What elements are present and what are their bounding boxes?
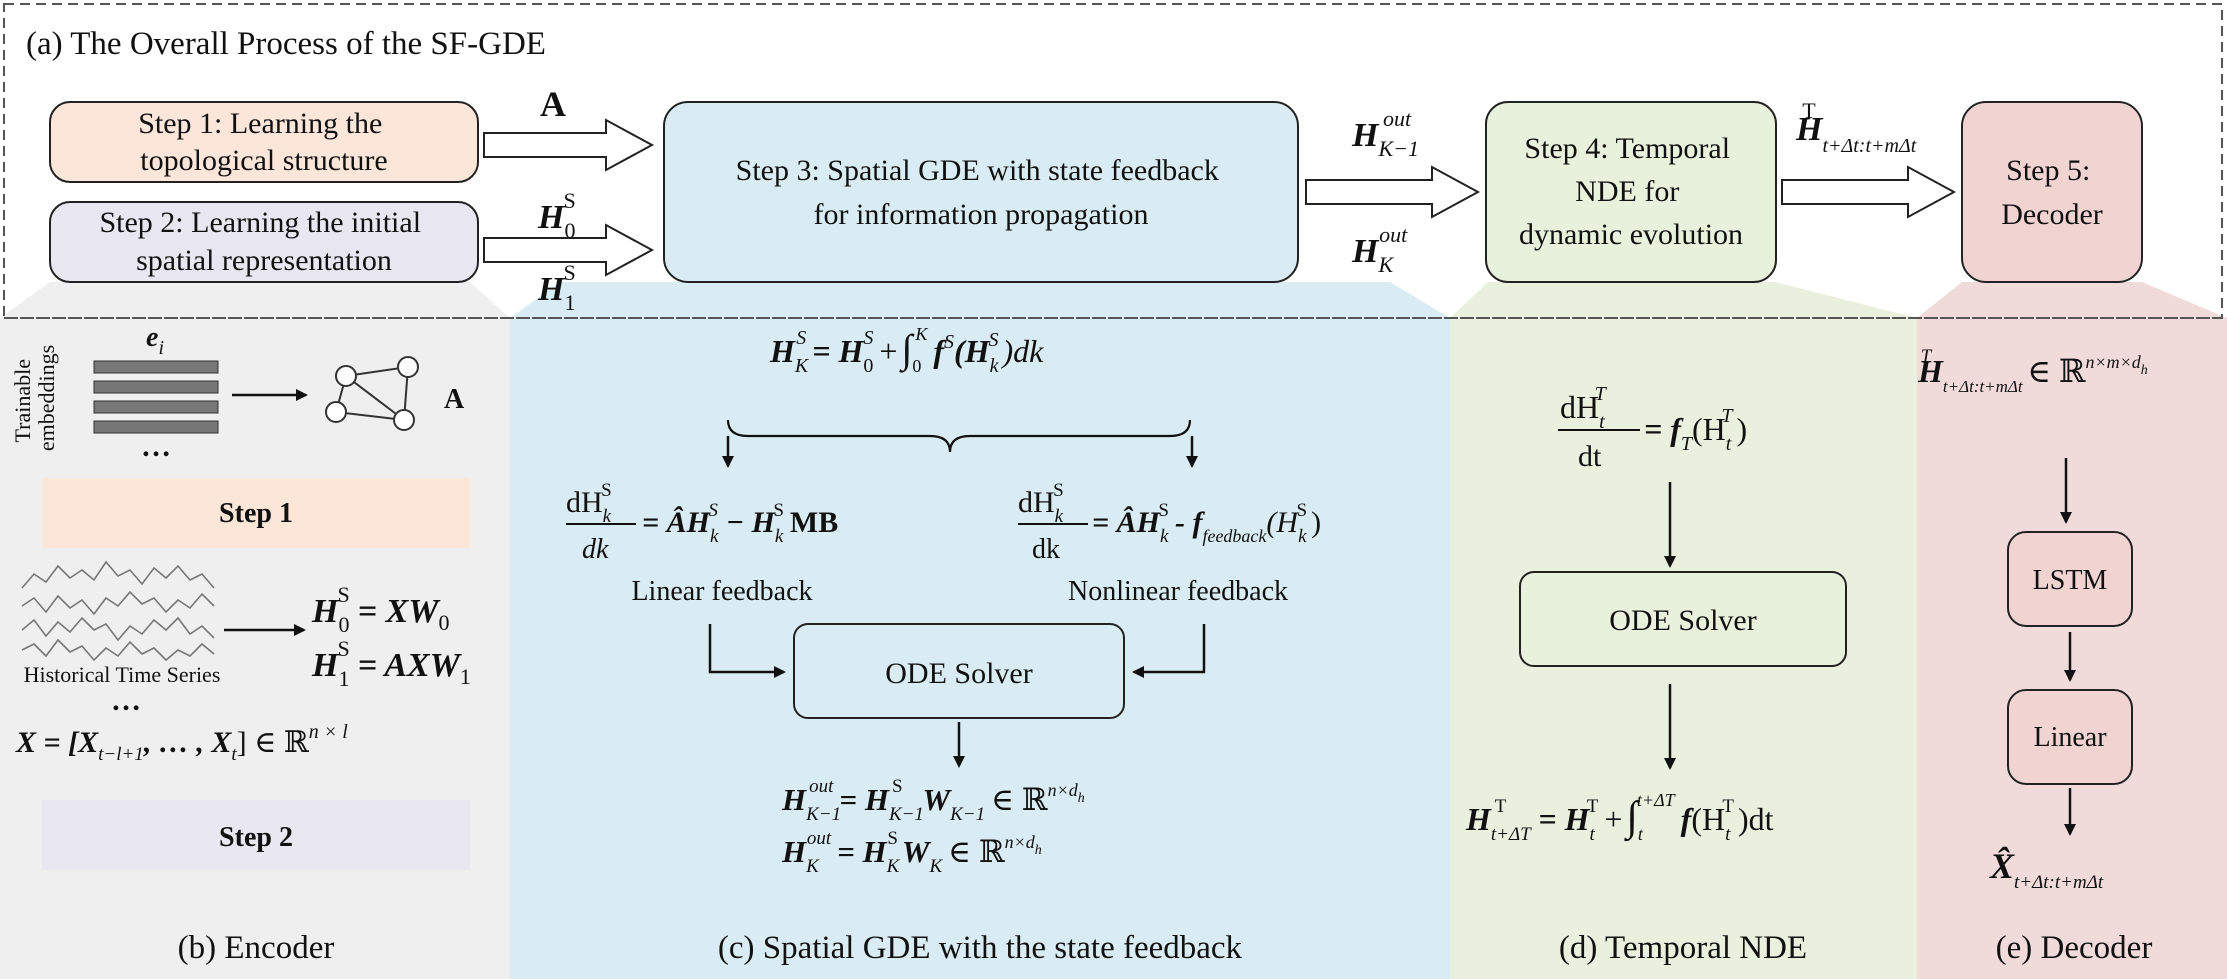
enc-eq-H1: H1S= AXW1 [311, 636, 471, 691]
decoder-output: X̂t+Δt:t+mΔt [1989, 846, 2104, 893]
step1-line2: topological structure [140, 144, 387, 177]
brace [726, 419, 1192, 453]
temporal-solution-eq: Ht+ΔTT= HtT+∫tt+ΔTf(HtT)dt [1465, 790, 1774, 845]
spatial-ode-solver-box [793, 623, 1125, 719]
step1-line1: Step 1: Learning the [138, 107, 382, 140]
spatial-caption: (c) Spatial GDE with the state feedback [718, 930, 1243, 966]
svg-text:Step 3: Spatial GDE with state: Step 3: Spatial GDE with state feedback … [736, 154, 1227, 231]
svg-text:dHkS: dHkS [1018, 480, 1064, 527]
time-series-icon [21, 560, 215, 662]
label-H1S: H1S [537, 260, 576, 315]
temporal-ode-solver-box [1519, 571, 1847, 667]
step3-line1: Step 3: Spatial GDE with state feedback [736, 154, 1219, 187]
step1-box [49, 101, 479, 183]
enc-xdef: X = [Xt−l+1, … , Xt] ∈ ℝn × l [15, 721, 348, 765]
trainable-line1: Trainable [10, 359, 35, 443]
step3-line2: for information propagation [814, 198, 1149, 231]
step2-line1: Step 2: Learning the initial [99, 206, 421, 239]
label-HK1out: HK−1out [1351, 106, 1419, 161]
step1-label: Step 1 [219, 498, 293, 529]
svg-text:dHkS: dHkS [566, 480, 612, 527]
spatial-funnel [510, 282, 1450, 318]
embedding-dots: … [141, 430, 171, 463]
svg-text:= fT(HtT): = fT(HtT) [1644, 405, 1747, 455]
encoder-A: A [444, 384, 465, 415]
decoder-input-eq: Ht+Δt:t+mΔtT∈ ℝn×m×dh [1917, 346, 2148, 396]
block-arrow-step3-to-step4 [1305, 165, 1481, 219]
decoder-caption: (e) Decoder [1996, 930, 2153, 966]
lstm-label: LSTM [2033, 565, 2108, 596]
historical-label: Historical Time Series [24, 662, 221, 687]
step2-box [49, 201, 479, 283]
step5-line2: Decoder [2001, 198, 2103, 231]
graph-icon [325, 356, 419, 431]
label-ei: ei [146, 322, 164, 359]
svg-text:dHtT: dHtT [1560, 383, 1608, 433]
temporal-deq: dHtT dt = fT(HtT) [1558, 383, 1747, 473]
block-arrow-step4-to-step5 [1781, 165, 1957, 219]
step4-box [1485, 101, 1777, 283]
step4-line1: Step 4: Temporal [1524, 132, 1730, 165]
embedding-bars [93, 360, 219, 434]
temporal-caption: (d) Temporal NDE [1559, 930, 1807, 966]
overall-title: (a) The Overall Process of the SF-GDE [26, 26, 546, 62]
label-H0S: H0S [537, 188, 576, 243]
linear-feedback-label: Linear feedback [631, 576, 812, 607]
trainable-line2: embeddings [34, 345, 59, 451]
step1-label-bar [42, 478, 470, 548]
svg-text:= ÂHkS- ffeedback(HkS): = ÂHkS- ffeedback(HkS) [1092, 500, 1321, 547]
encoder-caption: (b) Encoder [178, 930, 335, 966]
linear-label: Linear [2033, 722, 2107, 753]
svg-text:dt: dt [1578, 440, 1602, 473]
step2-label: Step 2 [219, 822, 293, 853]
linear-box [2007, 689, 2133, 785]
step5-line1: Step 5: [2006, 154, 2090, 187]
nonlinear-feedback-eq: dHkS dk = ÂHkS- ffeedback(HkS) [1018, 480, 1321, 565]
decoder-panel [1917, 318, 2227, 979]
lstm-box [2007, 531, 2133, 627]
label-HT: Ht+Δt:t+mΔtT [1795, 98, 1917, 157]
temporal-ode-solver-label: ODE Solver [1609, 604, 1756, 637]
step4-line3: dynamic evolution [1519, 218, 1743, 251]
label-A: A [540, 84, 566, 124]
svg-text:Step 2: Learning the initial: Step 2: Learning the initial spatial rep… [99, 206, 428, 277]
svg-text:Trainable embeddings: Trainable embeddings [10, 345, 59, 451]
svg-text:Step 1: Learning the topol: Step 1: Learning the topological structu… [138, 107, 390, 177]
encoder-funnel [0, 282, 510, 318]
arrow-nonlinear-to-ode [1132, 624, 1206, 678]
nonlinear-feedback-label: Nonlinear feedback [1068, 576, 1288, 607]
enc-eq-H0: H0S= XW0 [311, 582, 450, 637]
step2-line2: spatial representation [136, 244, 392, 277]
temporal-funnel [1450, 282, 1917, 318]
label-HKout: HKout [1351, 222, 1408, 277]
spatial-ode-solver-label: ODE Solver [885, 657, 1032, 690]
step5-box [1961, 101, 2143, 283]
svg-text:dk: dk [582, 534, 609, 565]
step3-box [663, 101, 1299, 283]
step2-label-bar [42, 800, 470, 870]
arrow-linear-to-ode [708, 624, 786, 678]
block-arrow-step2-to-step3 [483, 223, 655, 277]
svg-text:Step 4: Temporal NDE for: Step 4: Temporal NDE for dynamic evoluti… [1519, 132, 1743, 251]
step4-line2: NDE for [1575, 175, 1679, 208]
block-arrow-step1-to-step3 [483, 118, 655, 172]
historical-dots: … [111, 684, 141, 717]
svg-text:Step 5: Decoder: Step 5: Decoder [2001, 154, 2103, 231]
svg-text:dk: dk [1032, 534, 1060, 565]
decoder-funnel [1917, 282, 2227, 318]
